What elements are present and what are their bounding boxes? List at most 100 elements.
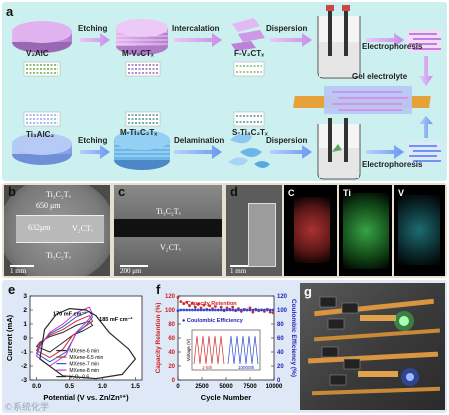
panel-f-data-point	[263, 308, 266, 312]
panel-f-data-point	[202, 303, 206, 307]
panel-d-scalebar-label: 1 mm	[230, 267, 247, 275]
panel-f-data-point	[271, 311, 275, 315]
f-v2ctx-flakes	[231, 18, 265, 51]
panel-f-y2label: Coulombic Efficiency (%)	[290, 299, 297, 377]
m-ti3c2tx-structure-icon	[125, 111, 161, 127]
panel-e-series-line	[39, 307, 137, 380]
panel-f-data-point	[268, 310, 272, 314]
panel-f-inset-series	[193, 335, 225, 365]
label-delamination: Delamination	[174, 136, 225, 145]
top-electrophoresis-arrow	[366, 33, 404, 47]
top-etching-arrow	[80, 33, 110, 47]
up-arrow-to-device	[419, 116, 433, 138]
panel-f-data-point	[182, 308, 186, 312]
panel-c-bottom-layer	[114, 237, 222, 276]
eds-map-v-signal	[398, 195, 440, 265]
eds-map-v: V	[394, 185, 445, 276]
panel-e-ytick-label: -3	[21, 377, 27, 384]
panel-f-ytick-label: 20	[168, 364, 175, 370]
panel-d-device	[248, 203, 276, 267]
panel-e-series-line	[35, 320, 94, 353]
panel-f-data-point	[193, 305, 197, 309]
panel-b-channel	[16, 215, 104, 243]
panel-e-xlabel: Potential (V vs. Zn/Zn²⁺)	[43, 393, 129, 402]
panel-f-data-point	[214, 305, 217, 308]
panel-f-y2tick-label: 0	[277, 378, 281, 384]
eds-map-v-title: V	[398, 188, 405, 198]
panel-f-xtick-label: 0	[176, 384, 180, 390]
panel-f-data-point	[245, 308, 249, 312]
panel-f-data-point	[239, 308, 243, 312]
panel-f-data-point	[268, 308, 272, 312]
panel-e-xtick-label: 0.5	[65, 383, 74, 390]
panel-f-data-point	[219, 308, 223, 312]
panel-d-sem-image: 1 mm	[226, 185, 282, 276]
panel-e-ytick-label: -2	[21, 363, 27, 370]
panel-f-data-point	[202, 308, 206, 312]
panel-c-scalebar	[120, 265, 148, 267]
panel-f-data-point	[242, 308, 246, 312]
panel-f-inset-label-1: 1-5th	[202, 365, 213, 370]
label-m-v2ctx: M-V₂CTₓ	[122, 49, 154, 58]
panel-f-data-point	[225, 306, 229, 310]
panel-g-photo	[300, 283, 445, 410]
f-v2ctx-structure-icon	[233, 61, 265, 77]
label-v2alc: V₂AlC	[26, 49, 49, 58]
panel-b-label: b	[8, 184, 16, 199]
panel-f-data-point	[234, 308, 237, 312]
panel-f-xtick-label: 10000	[266, 384, 283, 390]
bottom-delamination-arrow	[174, 145, 222, 159]
m-ti3c2tx-multilayer	[114, 130, 170, 170]
label-intercalation: Intercalation	[172, 24, 220, 33]
panel-g-device-bottom	[307, 346, 441, 396]
label-gel-electrolyte: Gel electrolyte	[352, 72, 408, 81]
panel-e-xtick-label: 0.0	[32, 383, 41, 390]
blue-led-icon	[401, 368, 419, 386]
panel-e-xtick-label: 1.5	[131, 383, 140, 390]
panel-a-label: a	[6, 4, 14, 19]
s-ti3c2tx-structure-icon	[233, 111, 265, 127]
panel-f-data-point	[179, 300, 183, 303]
panel-f-inset	[191, 329, 261, 371]
panel-f-ytick-label: 60	[168, 336, 175, 342]
eds-map-ti-signal	[343, 193, 389, 269]
panel-f-data-point	[251, 308, 255, 312]
panel-e-ytick-label: 2	[23, 307, 27, 314]
eds-map-c-title: C	[288, 188, 295, 198]
label-ti3alc2: Ti₃AlC₂	[26, 130, 54, 139]
bottom-beaker	[317, 118, 361, 180]
panel-f-data-point	[257, 308, 261, 312]
panel-f-data-point	[199, 306, 203, 310]
panel-f-data-point	[185, 308, 189, 312]
panel-b-scalebar-label: 1 mm	[10, 267, 27, 275]
panel-f-y2tick-label: 40	[277, 350, 284, 356]
panel-d-label: d	[230, 184, 238, 199]
panel-c-label: c	[118, 184, 126, 199]
green-led-icon	[394, 311, 414, 331]
panel-f-ytick-label: 100	[165, 308, 176, 314]
panel-e-annotation-170: 170 mF cm⁻²	[53, 311, 86, 318]
panel-f-xtick-label: 5000	[219, 384, 233, 390]
top-interdigitated-electrode	[407, 30, 441, 52]
panel-b-label-bottom: Ti₃C₂Tₓ	[46, 251, 71, 260]
panel-f-data-point	[225, 308, 229, 312]
panel-e-ytick-label: 3	[23, 293, 27, 300]
panel-f-inset-label-2: 10000th	[238, 365, 255, 370]
ti3alc2-pellet	[12, 133, 72, 165]
panel-e-legend-entry: MXene-8 min	[69, 368, 99, 374]
panel-e-series-line	[35, 310, 94, 363]
panel-f-legend-coulombic: ● Coulombic Efficiency	[182, 318, 244, 324]
panel-f-data-point	[176, 296, 180, 299]
panel-f-inset-ylabel: Voltage (V)	[186, 338, 191, 361]
label-f-v2ctx: F-V₂CTₓ	[234, 49, 265, 58]
bottom-electrophoresis-arrow	[366, 145, 404, 159]
panel-f-data-point	[188, 308, 191, 312]
panel-f-data-point	[248, 308, 252, 312]
top-intercalation-arrow	[174, 33, 222, 47]
panel-f-ytick-label: 80	[168, 322, 175, 328]
panel-f-data-point	[182, 302, 186, 306]
panel-b-label-top: Ti₃C₂Tₓ	[46, 190, 71, 199]
panel-a: a V₂AlC Etching M-V₂CTₓ Intercalation F-…	[2, 2, 447, 181]
